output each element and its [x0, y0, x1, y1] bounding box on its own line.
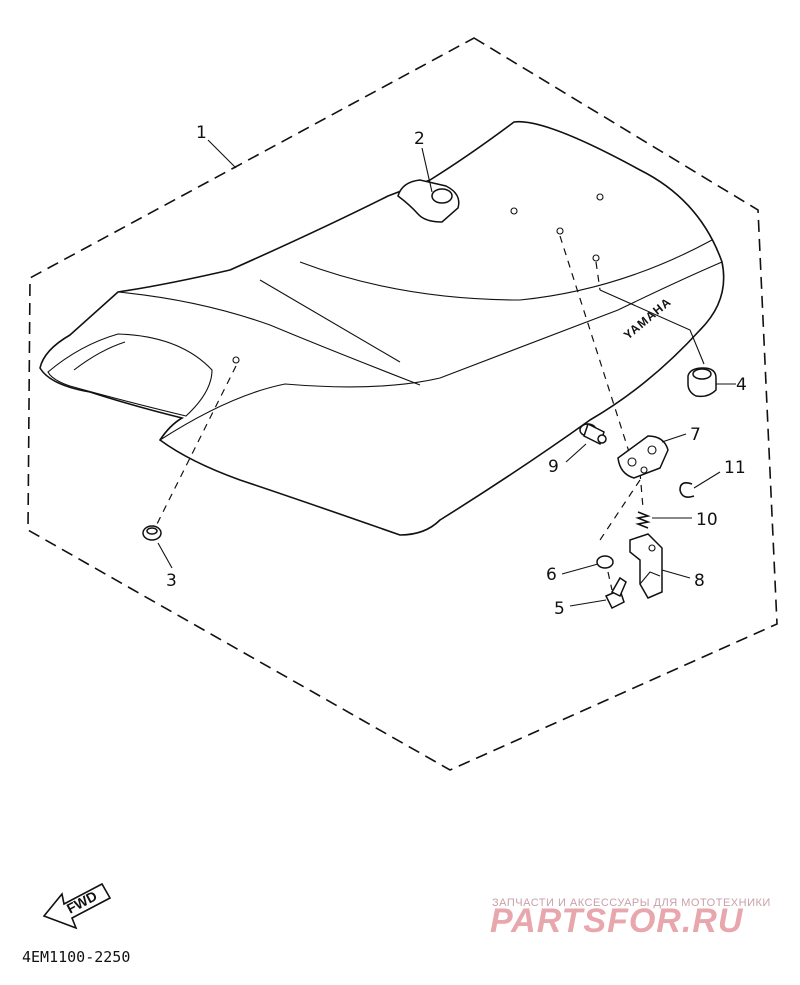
callout-11: 11	[724, 458, 746, 478]
washer-part-6	[596, 555, 614, 569]
seat-hook-part-2	[397, 179, 460, 223]
seat-mount-hole	[596, 193, 604, 201]
seat-strap-line	[259, 279, 401, 363]
leader-line-9	[565, 443, 587, 463]
watermark-tagline: ЗАПЧАСТИ И АКСЕССУАРЫ ДЛЯ МОТОТЕХНИКИ	[492, 897, 771, 909]
forward-arrow-icon: FWD	[42, 882, 112, 930]
diagram-code: 4EM1100-2250	[22, 948, 130, 966]
seat-outline	[39, 120, 725, 536]
callout-10: 10	[696, 510, 718, 530]
guide-line	[607, 571, 613, 591]
bumper-part-4	[687, 367, 717, 398]
guide-line	[154, 365, 237, 529]
spring-part-10	[635, 511, 651, 529]
seat-side-ridge	[159, 261, 723, 441]
seat-seam-line	[299, 239, 713, 301]
leader-line-3	[157, 542, 173, 569]
callout-9: 9	[548, 457, 559, 477]
seat-mount-hole	[232, 356, 240, 364]
assembly-boundary	[27, 37, 778, 771]
seat-mount-hole	[510, 207, 518, 215]
lock-bracket-part-7	[617, 435, 669, 479]
leader-line-11	[693, 471, 721, 489]
seat-mount-hole	[556, 227, 564, 235]
guide-line	[559, 235, 631, 456]
callout-6: 6	[546, 565, 557, 585]
seat-rear-pocket-inner	[73, 341, 126, 371]
leader-line-2	[421, 147, 433, 193]
lock-latch-part-8	[629, 533, 663, 599]
leader-line-6	[561, 563, 599, 575]
leader-line-5	[569, 599, 607, 607]
callout-2: 2	[414, 129, 425, 149]
leader-line-4	[599, 289, 736, 385]
seat-assembly: YAMAHA	[39, 120, 725, 536]
seat-brand-text: YAMAHA	[621, 295, 674, 343]
callout-5: 5	[554, 599, 565, 619]
seat-upper-edge	[117, 291, 421, 386]
guide-line	[599, 479, 641, 541]
callout-8: 8	[694, 571, 705, 591]
callout-7: 7	[690, 425, 701, 445]
callout-4: 4	[736, 375, 747, 395]
callout-3: 3	[166, 571, 177, 591]
pin-part-9	[579, 422, 607, 446]
guide-line	[595, 261, 601, 291]
bolt-part-5	[604, 576, 627, 610]
callout-1: 1	[196, 123, 207, 143]
seat-rear-pocket	[47, 333, 213, 417]
seat-mount-hole	[592, 254, 600, 262]
leader-line-8	[661, 569, 691, 579]
guide-line	[639, 471, 644, 509]
clip-part-11	[679, 482, 695, 498]
grommet-part-3	[142, 525, 162, 541]
watermark-logo-text: PARTSFOR.RU	[490, 902, 744, 940]
leader-line-1	[207, 139, 237, 169]
leader-line-7	[661, 433, 687, 443]
